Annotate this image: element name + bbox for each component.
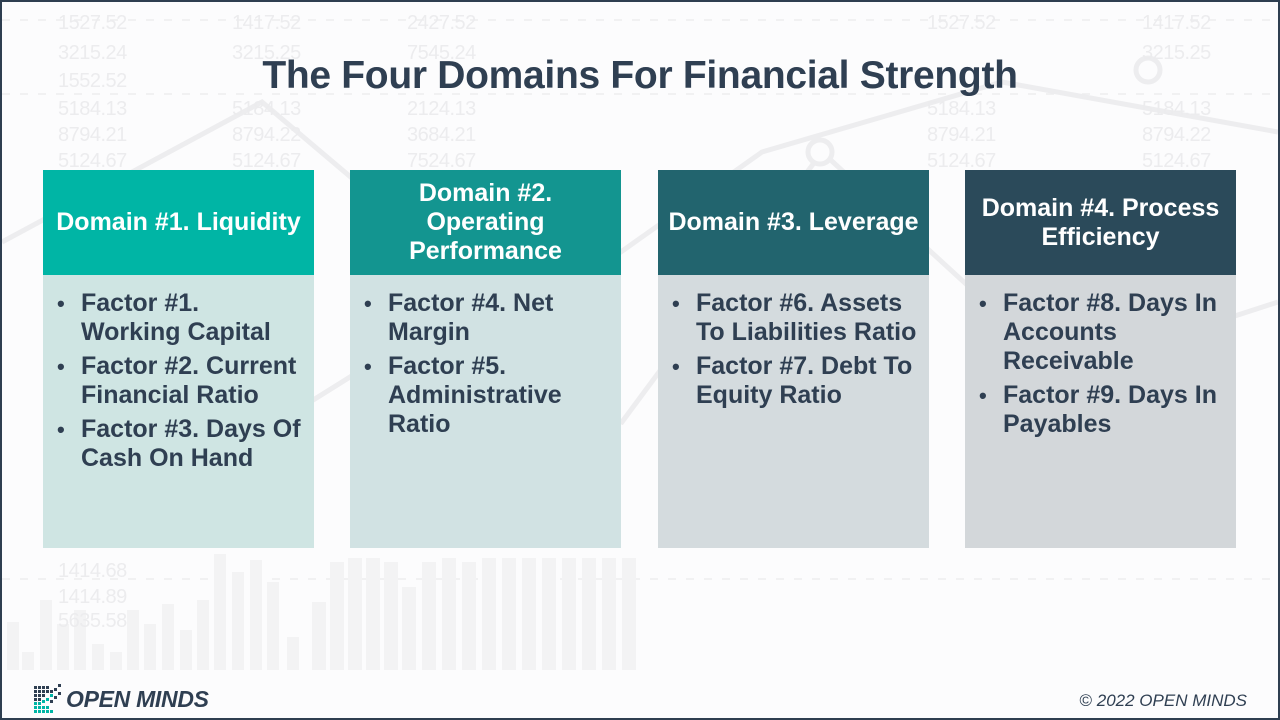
bullet-icon: •	[979, 383, 987, 408]
factor-text: Factor #5. Administrative Ratio	[388, 352, 562, 438]
logo-wordmark: OPEN MINDS	[66, 685, 209, 712]
domain-header: Domain #2. Operating Performance	[350, 170, 621, 275]
domain-title: Domain #4. Process Efficiency	[981, 193, 1220, 251]
factor-text: Factor #7. Debt To Equity Ratio	[696, 352, 913, 409]
factor-item: • Factor #8. Days In Accounts Receivable	[977, 289, 1226, 376]
factor-text: Factor #4. Net Margin	[388, 289, 554, 346]
domain-header: Domain #1. Liquidity	[43, 170, 314, 275]
bullet-icon: •	[57, 354, 65, 379]
bullet-icon: •	[672, 354, 680, 379]
pixel-mosaic-logo-icon	[34, 684, 61, 713]
domain-card-operating-performance: Domain #2. Operating Performance • Facto…	[350, 170, 621, 548]
domain-body: • Factor #6. Assets To Liabilities Ratio…	[658, 275, 929, 548]
domain-body: • Factor #8. Days In Accounts Receivable…	[965, 275, 1236, 548]
factor-item: • Factor #3. Days Of Cash On Hand	[55, 415, 304, 473]
domain-header: Domain #3. Leverage	[658, 170, 929, 275]
domain-card-liquidity: Domain #1. Liquidity • Factor #1. Workin…	[43, 170, 314, 548]
bullet-icon: •	[979, 291, 987, 316]
domain-title: Domain #1. Liquidity	[56, 208, 301, 236]
factor-item: • Factor #1. Working Capital	[55, 289, 304, 347]
factor-text: Factor #9. Days In Payables	[1003, 381, 1217, 438]
factor-text: Factor #2. Current Financial Ratio	[81, 352, 297, 409]
domain-title: Domain #2. Operating Performance	[409, 179, 562, 265]
domain-card-leverage: Domain #3. Leverage • Factor #6. Assets …	[658, 170, 929, 548]
bullet-icon: •	[364, 354, 372, 379]
factor-text: Factor #3. Days Of Cash On Hand	[81, 415, 301, 472]
domain-body: • Factor #4. Net Margin • Factor #5. Adm…	[350, 275, 621, 548]
bullet-icon: •	[672, 291, 680, 316]
domain-header: Domain #4. Process Efficiency	[965, 170, 1236, 275]
bullet-icon: •	[57, 417, 65, 442]
factor-item: • Factor #5. Administrative Ratio	[362, 352, 611, 439]
copyright-text: 2022 OPEN MINDS	[1092, 691, 1247, 710]
bullet-icon: •	[57, 291, 65, 316]
domain-title: Domain #3. Leverage	[668, 208, 919, 236]
domain-card-process-efficiency: Domain #4. Process Efficiency • Factor #…	[965, 170, 1236, 548]
factor-text: Factor #6. Assets To Liabilities Ratio	[696, 289, 917, 346]
copyright-notice: © 2022 OPEN MINDS	[1080, 691, 1247, 711]
factor-item: • Factor #4. Net Margin	[362, 289, 611, 347]
factor-text: Factor #8. Days In Accounts Receivable	[1003, 289, 1217, 375]
factor-item: • Factor #6. Assets To Liabilities Ratio	[670, 289, 919, 347]
slide-title: The Four Domains For Financial Strength	[262, 54, 1018, 97]
factor-item: • Factor #7. Debt To Equity Ratio	[670, 352, 919, 410]
factor-text: Factor #1. Working Capital	[81, 289, 271, 346]
factor-item: • Factor #2. Current Financial Ratio	[55, 352, 304, 410]
copyright-symbol: ©	[1079, 691, 1093, 710]
domain-body: • Factor #1. Working Capital • Factor #2…	[43, 275, 314, 548]
bullet-icon: •	[364, 291, 372, 316]
open-minds-logo: OPEN MINDS	[34, 684, 209, 714]
factor-item: • Factor #9. Days In Payables	[977, 381, 1226, 439]
